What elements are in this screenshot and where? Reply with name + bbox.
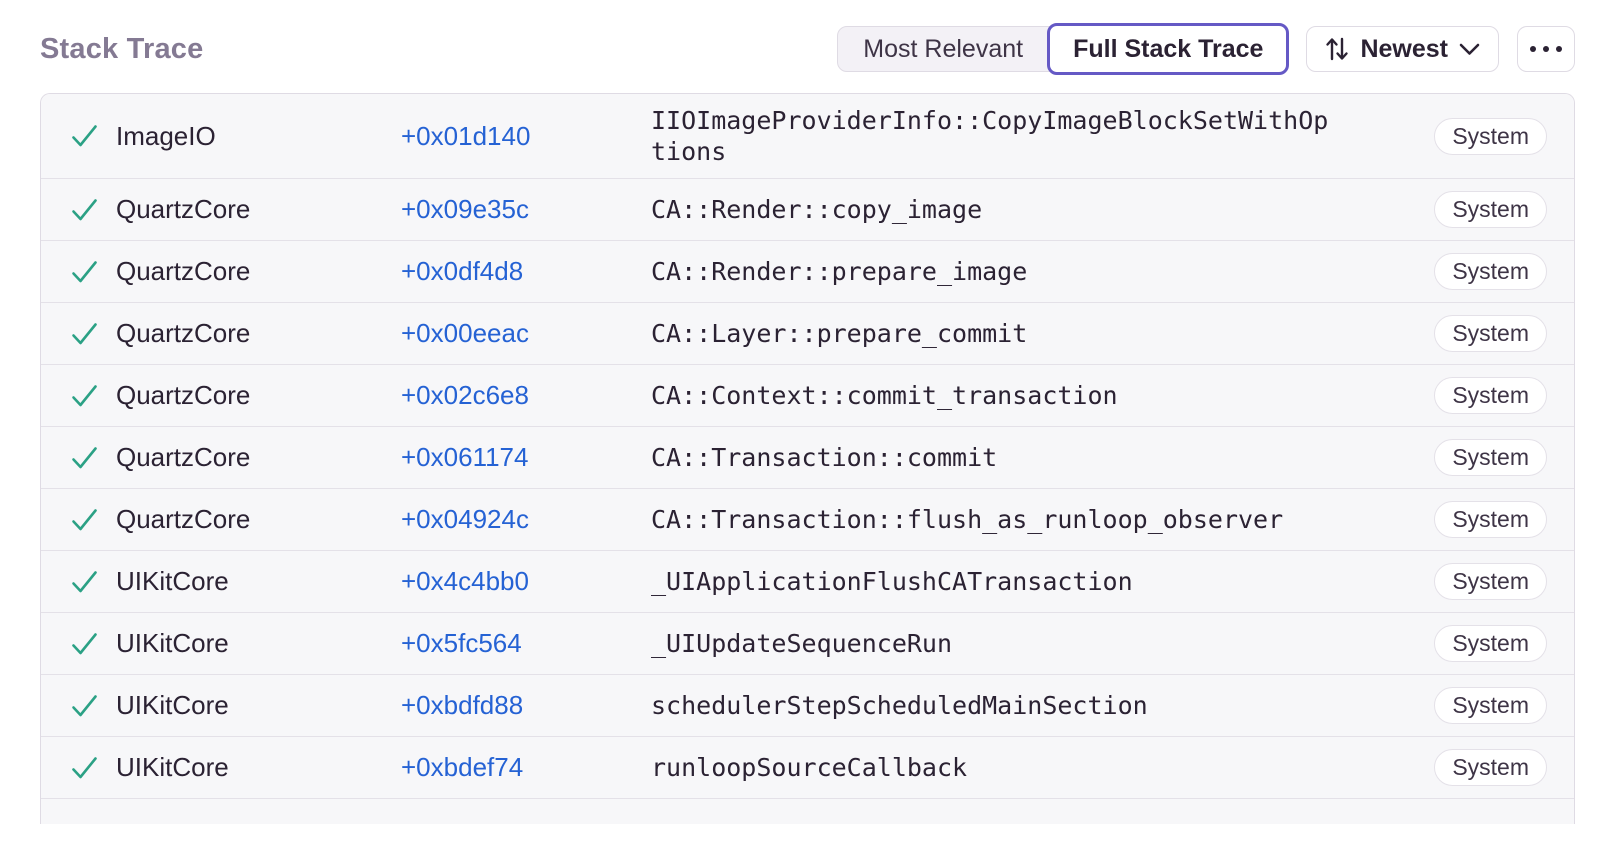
frame-function: CA::Render::prepare_image bbox=[651, 257, 1028, 286]
frame-system-badge: System bbox=[1434, 625, 1547, 662]
frame-function: CA::Transaction::commit bbox=[651, 443, 998, 472]
frame-system-badge: System bbox=[1434, 315, 1547, 352]
frame-address-link[interactable]: +0xbdfd88 bbox=[401, 690, 524, 720]
toggle-full-stack-trace[interactable]: Full Stack Trace bbox=[1047, 23, 1290, 75]
stack-frame-row[interactable]: QuartzCore +0x09e35c CA::Render::copy_im… bbox=[41, 178, 1574, 240]
frame-module: QuartzCore bbox=[116, 380, 251, 410]
frame-system-badge: System bbox=[1434, 377, 1547, 414]
stack-frame-row[interactable]: UIKitCore +0xbdef74 runloopSourceCallbac… bbox=[41, 736, 1574, 798]
check-icon bbox=[71, 570, 98, 594]
frame-module: QuartzCore bbox=[116, 256, 251, 286]
stack-trace-toolbar: Most Relevant Full Stack Trace Newest bbox=[837, 23, 1575, 75]
frame-system-badge: System bbox=[1434, 749, 1547, 786]
ellipsis-icon bbox=[1529, 45, 1563, 53]
frame-system-badge: System bbox=[1434, 501, 1547, 538]
check-icon bbox=[71, 260, 98, 284]
stack-frame-row[interactable]: QuartzCore +0x00eeac CA::Layer::prepare_… bbox=[41, 302, 1574, 364]
frame-function: CA::Context::commit_transaction bbox=[651, 381, 1118, 410]
check-icon bbox=[71, 198, 98, 222]
sort-newest-button[interactable]: Newest bbox=[1306, 26, 1499, 72]
frame-module: UIKitCore bbox=[116, 690, 229, 720]
frame-address-link[interactable]: +0x061174 bbox=[401, 442, 529, 472]
frame-address-link[interactable]: +0x4c4bb0 bbox=[401, 566, 529, 596]
frame-function: CA::Transaction::flush_as_runloop_observ… bbox=[651, 505, 1284, 534]
frame-function: IIOImageProviderInfo::CopyImageBlockSetW… bbox=[651, 106, 1329, 166]
frame-address-link[interactable]: +0x09e35c bbox=[401, 194, 529, 224]
frame-module: UIKitCore bbox=[116, 566, 229, 596]
page-title: Stack Trace bbox=[40, 32, 204, 65]
frame-module: QuartzCore bbox=[116, 442, 251, 472]
check-icon bbox=[71, 384, 98, 408]
stack-frame-row-partial bbox=[41, 798, 1574, 824]
frame-address-link[interactable]: +0x04924c bbox=[401, 504, 529, 534]
frame-function: schedulerStepScheduledMainSection bbox=[651, 691, 1148, 720]
stack-trace-header: Stack Trace Most Relevant Full Stack Tra… bbox=[40, 23, 1575, 75]
frame-module: QuartzCore bbox=[116, 318, 251, 348]
stack-frame-row[interactable]: QuartzCore +0x04924c CA::Transaction::fl… bbox=[41, 488, 1574, 550]
frame-system-badge: System bbox=[1434, 687, 1547, 724]
sort-button-label: Newest bbox=[1360, 34, 1448, 63]
chevron-down-icon bbox=[1459, 43, 1480, 56]
frame-module: ImageIO bbox=[116, 120, 216, 151]
check-icon bbox=[71, 756, 98, 780]
toggle-most-relevant[interactable]: Most Relevant bbox=[863, 34, 1024, 63]
frame-address-link[interactable]: +0x00eeac bbox=[401, 318, 529, 348]
stack-frame-row[interactable]: ImageIO +0x01d140 IIOImageProviderInfo::… bbox=[41, 94, 1574, 178]
stack-frame-row[interactable]: UIKitCore +0x4c4bb0 _UIApplicationFlushC… bbox=[41, 550, 1574, 612]
frame-module: QuartzCore bbox=[116, 194, 251, 224]
frame-function: _UIApplicationFlushCATransaction bbox=[651, 567, 1133, 596]
frame-address-link[interactable]: +0x02c6e8 bbox=[401, 380, 529, 410]
frame-module: UIKitCore bbox=[116, 628, 229, 658]
frame-function: CA::Render::copy_image bbox=[651, 195, 983, 224]
frame-address-link[interactable]: +0x5fc564 bbox=[401, 628, 522, 658]
sort-arrows-icon bbox=[1325, 36, 1349, 62]
stack-frame-row[interactable]: QuartzCore +0x0df4d8 CA::Render::prepare… bbox=[41, 240, 1574, 302]
check-icon bbox=[71, 632, 98, 656]
stack-frame-row[interactable]: UIKitCore +0xbdfd88 schedulerStepSchedul… bbox=[41, 674, 1574, 736]
check-icon bbox=[71, 694, 98, 718]
frame-function: runloopSourceCallback bbox=[651, 753, 968, 782]
view-toggle-group: Most Relevant Full Stack Trace bbox=[837, 23, 1290, 75]
frame-module: QuartzCore bbox=[116, 504, 251, 534]
check-icon bbox=[71, 124, 98, 148]
check-icon bbox=[71, 446, 98, 470]
frame-address-link[interactable]: +0xbdef74 bbox=[401, 752, 524, 782]
frame-system-badge: System bbox=[1434, 563, 1547, 600]
frame-function: CA::Layer::prepare_commit bbox=[651, 319, 1028, 348]
stack-frame-row[interactable]: QuartzCore +0x061174 CA::Transaction::co… bbox=[41, 426, 1574, 488]
frame-system-badge: System bbox=[1434, 117, 1547, 155]
check-icon bbox=[71, 508, 98, 532]
check-icon bbox=[71, 322, 98, 346]
frame-function: _UIUpdateSequenceRun bbox=[651, 629, 953, 658]
frame-address-link[interactable]: +0x0df4d8 bbox=[401, 256, 524, 286]
stack-trace-list: ImageIO +0x01d140 IIOImageProviderInfo::… bbox=[40, 93, 1575, 824]
stack-frame-row[interactable]: UIKitCore +0x5fc564 _UIUpdateSequenceRun… bbox=[41, 612, 1574, 674]
frame-system-badge: System bbox=[1434, 191, 1547, 228]
more-options-button[interactable] bbox=[1517, 26, 1575, 72]
frame-address-link[interactable]: +0x01d140 bbox=[401, 120, 531, 151]
stack-frame-row[interactable]: QuartzCore +0x02c6e8 CA::Context::commit… bbox=[41, 364, 1574, 426]
frame-system-badge: System bbox=[1434, 253, 1547, 290]
frame-system-badge: System bbox=[1434, 439, 1547, 476]
frame-module: UIKitCore bbox=[116, 752, 229, 782]
